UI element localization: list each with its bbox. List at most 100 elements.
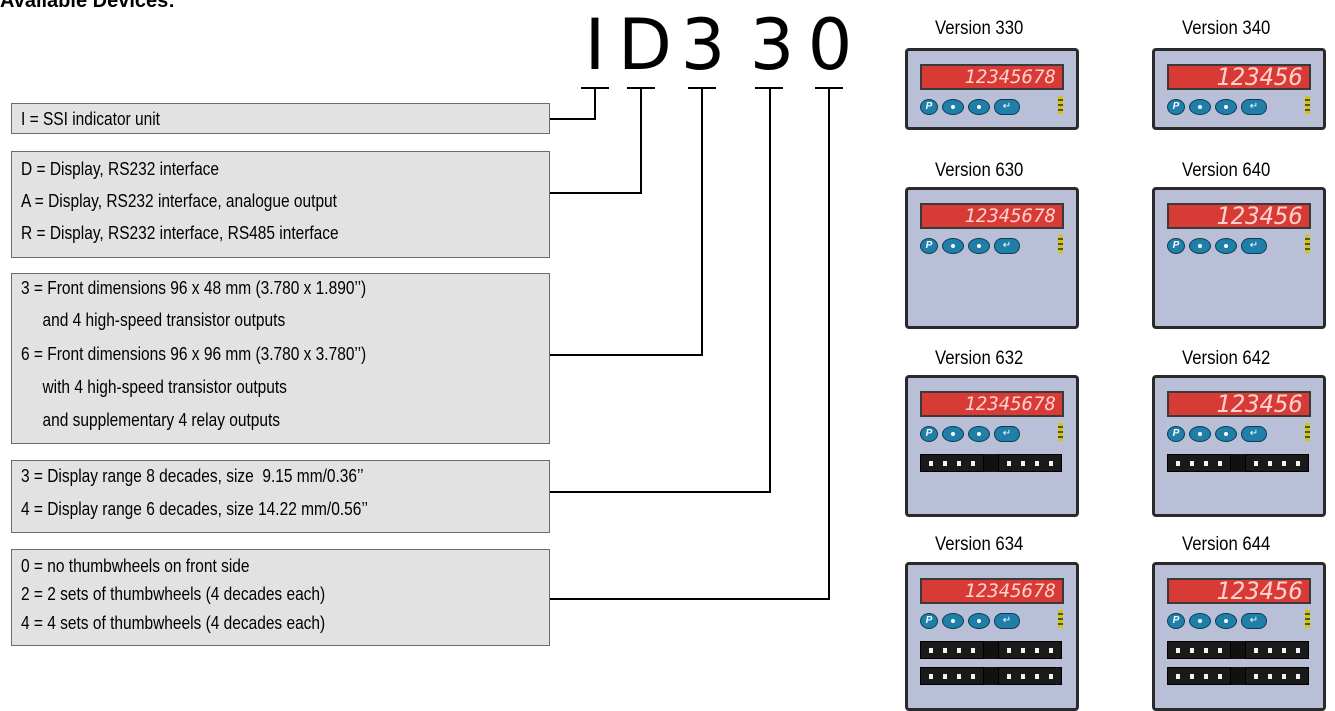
- thumbwheel-digit: [957, 460, 961, 466]
- thumbwheel-digit: [929, 673, 933, 679]
- enter-button-icon: ↵: [1241, 426, 1267, 442]
- enter-button-icon: ↵: [994, 426, 1020, 442]
- thumbwheel-gap: [1231, 454, 1245, 472]
- thumbwheel-digit: [1035, 673, 1039, 679]
- status-led-icon: [1305, 423, 1310, 441]
- version-label-644: Version 644: [1182, 534, 1271, 555]
- version-label-632: Version 632: [935, 348, 1024, 369]
- program-button-icon: P: [920, 238, 938, 254]
- program-button-icon: P: [1167, 613, 1185, 629]
- thumbwheel-digit: [1021, 460, 1025, 466]
- led-display: 123456: [1167, 64, 1311, 90]
- option-box-interface: D = Display, RS232 interface A = Display…: [11, 151, 550, 258]
- thumbwheel-set: [1167, 454, 1231, 472]
- shift-button-icon: [1215, 613, 1237, 629]
- thumbwheel-gap: [984, 641, 998, 659]
- program-button-icon: P: [1167, 99, 1185, 115]
- option-line: 3 = Front dimensions 96 x 48 mm (3.780 x…: [21, 278, 367, 298]
- thumbwheel-digit: [1049, 460, 1053, 466]
- thumbwheel-digit: [1282, 460, 1286, 466]
- shift-button-icon: [968, 238, 990, 254]
- option-line: 4 = 4 sets of thumbwheels (4 decades eac…: [21, 613, 326, 633]
- led-display: 123456: [1167, 578, 1311, 604]
- thumbwheel-digit: [971, 647, 975, 653]
- thumbwheel-set: [920, 641, 984, 659]
- up-button-icon: [1189, 99, 1211, 115]
- thumbwheel-set: [1167, 641, 1231, 659]
- thumbwheel-digit: [1254, 647, 1258, 653]
- up-button-icon: [942, 426, 964, 442]
- program-button-icon: P: [1167, 238, 1185, 254]
- connector-unit: [549, 88, 596, 120]
- option-line: R = Display, RS232 interface, RS485 inte…: [21, 223, 339, 243]
- up-button-icon: [1189, 613, 1211, 629]
- version-label-330: Version 330: [935, 18, 1024, 39]
- option-line: 4 = Display range 6 decades, size 14.22 …: [21, 499, 368, 519]
- thumbwheel-set: [998, 641, 1062, 659]
- enter-button-icon: ↵: [994, 238, 1020, 254]
- thumbwheel-digit: [1007, 647, 1011, 653]
- thumbwheel-digit: [1268, 647, 1272, 653]
- up-button-icon: [1189, 238, 1211, 254]
- shift-button-icon: [1215, 99, 1237, 115]
- thumbwheel-set: [920, 667, 984, 685]
- option-line: 2 = 2 sets of thumbwheels (4 decades eac…: [21, 584, 326, 604]
- connector-interface: [549, 88, 642, 194]
- shift-button-icon: [968, 426, 990, 442]
- status-led-icon: [1305, 96, 1310, 114]
- status-led-icon: [1305, 235, 1310, 253]
- thumbwheel-digit: [1190, 460, 1194, 466]
- thumbwheel-set: [1245, 454, 1309, 472]
- version-label-640: Version 640: [1182, 160, 1271, 181]
- led-display: 12345678: [920, 64, 1064, 90]
- thumbwheel-digit: [1049, 647, 1053, 653]
- up-button-icon: [942, 99, 964, 115]
- thumbwheel-digit: [1282, 673, 1286, 679]
- thumbwheel-digit: [1204, 460, 1208, 466]
- thumbwheel-digit: [1254, 673, 1258, 679]
- version-label-340: Version 340: [1182, 18, 1271, 39]
- thumbwheel-digit: [1268, 673, 1272, 679]
- thumbwheel-set: [920, 454, 984, 472]
- connector-display-range: [549, 88, 771, 493]
- enter-button-icon: ↵: [1241, 238, 1267, 254]
- led-display: 123456: [1167, 203, 1311, 229]
- shift-button-icon: [1215, 238, 1237, 254]
- connector-lines: [549, 87, 843, 600]
- thumbwheel-digit: [929, 647, 933, 653]
- status-led-icon: [1058, 96, 1063, 114]
- up-button-icon: [942, 613, 964, 629]
- option-line: I = SSI indicator unit: [21, 109, 160, 129]
- thumbwheel-digit: [1035, 647, 1039, 653]
- option-line: and supplementary 4 relay outputs: [21, 410, 281, 430]
- status-led-icon: [1058, 423, 1063, 441]
- thumbwheel-digit: [957, 673, 961, 679]
- thumbwheel-digit: [1176, 647, 1180, 653]
- shift-button-icon: [1215, 426, 1237, 442]
- option-line: 3 = Display range 8 decades, size 9.15 m…: [21, 466, 364, 486]
- thumbwheel-digit: [929, 460, 933, 466]
- thumbwheel-set: [998, 667, 1062, 685]
- shift-button-icon: [968, 99, 990, 115]
- thumbwheel-set: [1245, 641, 1309, 659]
- thumbwheel-digit: [1218, 647, 1222, 653]
- thumbwheel-digit: [1035, 460, 1039, 466]
- option-box-display-range: 3 = Display range 8 decades, size 9.15 m…: [11, 460, 550, 533]
- connector-housing: [549, 88, 703, 356]
- thumbwheel-digit: [943, 647, 947, 653]
- program-button-icon: P: [920, 426, 938, 442]
- enter-button-icon: ↵: [1241, 99, 1267, 115]
- led-display: 12345678: [920, 391, 1064, 417]
- option-line: with 4 high-speed transistor outputs: [21, 377, 287, 397]
- enter-button-icon: ↵: [994, 99, 1020, 115]
- thumbwheel-gap: [1231, 641, 1245, 659]
- thumbwheel-digit: [943, 460, 947, 466]
- option-box-unit: I = SSI indicator unit: [11, 103, 550, 134]
- thumbwheel-gap: [1231, 667, 1245, 685]
